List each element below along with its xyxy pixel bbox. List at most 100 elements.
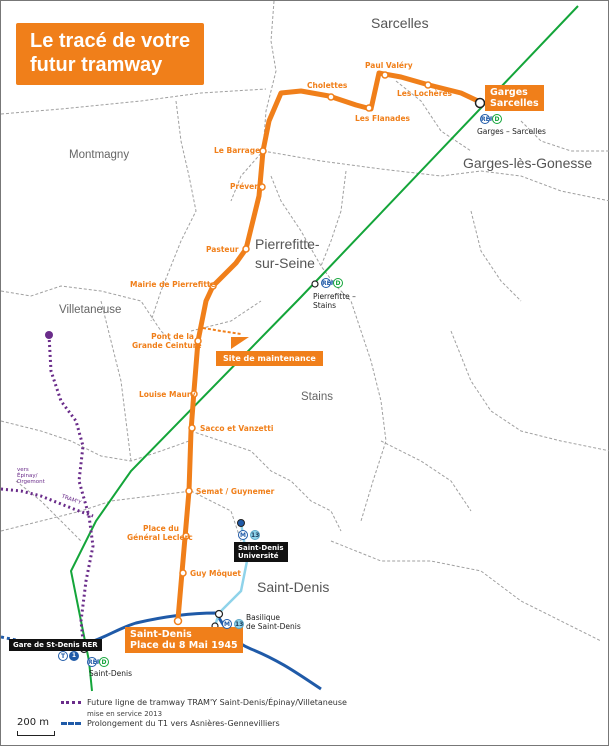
stop-label-pont-gc-line1: Pont de la [151, 332, 194, 341]
stop-dot-les-flanades [365, 104, 373, 112]
vers-line3: Orgemont [17, 479, 45, 485]
stop-dot-paul-valery [381, 71, 389, 79]
legend-tramy-swatch [61, 701, 81, 704]
tramy-branch-line [1, 487, 94, 518]
metro-icon: M [222, 619, 232, 629]
stop-label-guy-moquet: Guy Môquet [190, 569, 241, 578]
site-maintenance-label: Site de maintenance [216, 351, 323, 366]
station-sd-universite-line2: Université [238, 552, 279, 560]
legend-tramy: Future ligne de tramway TRAM'Y Saint-Den… [61, 698, 347, 709]
commune-pierrefitte-line2: sur-Seine [255, 255, 315, 271]
stop-label-pont-gc-line2: Grande Ceinture [132, 341, 202, 350]
stop-dot-semat-guynemer [185, 487, 193, 495]
sd-universite-dot [237, 519, 245, 527]
legend: Future ligne de tramway TRAM'Y Saint-Den… [61, 698, 347, 730]
tramy-terminus-dot [45, 331, 53, 339]
stop-label-les-flanades: Les Flanades [355, 114, 411, 123]
station-pierrefitte-stains: Pierrefitte – Stains [313, 292, 356, 310]
rer-d-line [69, 5, 579, 692]
line-1-icon: 1 [69, 651, 79, 661]
station-basilique: Basilique de Saint-Denis [246, 613, 301, 631]
commune-villetaneuse: Villetaneuse [59, 304, 122, 316]
metro-icon: M [238, 530, 248, 540]
stop-label-place-gl-line2: Général Leclerc [127, 533, 193, 542]
map-title: Le tracé de votre futur tramway [16, 23, 205, 85]
vers-line2: Épinay/ [17, 473, 38, 479]
stop-dot-mairie-pierrefitte [209, 282, 217, 290]
legend-t1-label: Prolongement du T1 vers Asnières-Gennevi… [87, 719, 280, 728]
terminal-saint-denis-line2: Place du 8 Mai 1945 [130, 640, 238, 651]
station-basilique-line2: de Saint-Denis [246, 622, 301, 631]
terminal-garges-line2: Sarcelles [490, 98, 539, 109]
commune-montmagny: Montmagny [69, 149, 130, 161]
vers-line1: vers [17, 467, 29, 473]
stop-label-pont-gc: Pont de la Grande Ceinture [132, 332, 202, 350]
stop-dot-louise-maury [190, 390, 198, 398]
saint-denis-terminal-dot [173, 616, 183, 626]
stop-dot-pasteur [242, 245, 250, 253]
station-gare-sd: Gare de St-Denis RER [9, 639, 102, 651]
commune-saint-denis: Saint-Denis [257, 579, 330, 595]
legend-t1: Prolongement du T1 vers Asnières-Gennevi… [61, 719, 347, 730]
stop-dot-les-locheres [424, 81, 432, 89]
station-sd-universite-line1: Saint-Denis [238, 544, 284, 552]
stop-label-cholettes: Cholettes [307, 81, 348, 90]
station-garges-sarcelles: Garges – Sarcelles [477, 127, 546, 136]
stop-dot-prevert [258, 183, 266, 191]
maintenance-marker [231, 337, 249, 349]
stop-label-semat-guynemer: Semat / Guynemer [196, 487, 275, 496]
commune-borders [1, 1, 609, 642]
station-sd-universite: Saint-Denis Université [234, 542, 288, 562]
stop-label-paul-valery: Paul Valéry [365, 61, 413, 70]
commune-garges: Garges-lès-Gonesse [463, 155, 593, 171]
terminal-garges-line1: Garges [490, 87, 528, 98]
stop-dot-guy-moquet [179, 569, 187, 577]
title-line-2: futur tramway [30, 54, 163, 76]
tramy-line [47, 334, 95, 642]
stop-dot-pont-gc [194, 337, 202, 345]
tram-stops [179, 71, 432, 577]
legend-t1-swatch [61, 722, 81, 725]
vers-epinay-label: vers Épinay/ Orgemont [17, 467, 45, 485]
stop-label-place-gl-line1: Place du [143, 524, 179, 533]
terminal-saint-denis-line1: Saint-Denis [130, 629, 192, 640]
commune-pierrefitte: Pierrefitte- sur-Seine [255, 235, 320, 273]
legend-tramy-sub: mise en service 2013 [87, 710, 163, 718]
rer-icon: RER [321, 278, 336, 288]
garges-terminal-dot [474, 97, 486, 109]
stop-label-le-barrage: Le Barrage [214, 146, 261, 155]
line-13-icon: 13 [250, 530, 260, 540]
stop-label-place-gl: Place du Général Leclerc [127, 524, 193, 542]
station-basilique-line1: Basilique [246, 613, 281, 622]
stop-label-prevert: Prévert [230, 182, 262, 191]
stop-dot-sacco-vanzetti [188, 424, 196, 432]
terminal-saint-denis: Saint-Denis Place du 8 Mai 1945 [125, 627, 243, 653]
rer-d-icon: D [333, 278, 343, 288]
rer-icon: RER [480, 114, 495, 124]
stop-label-pasteur: Pasteur [206, 245, 239, 254]
commune-pierrefitte-line1: Pierrefitte- [255, 236, 320, 252]
terminal-garges-sarcelles: Garges Sarcelles [485, 85, 544, 111]
station-pierrefitte-stains-line2: Stains [313, 301, 337, 310]
stop-label-sacco-vanzetti: Sacco et Vanzetti [200, 424, 274, 433]
rer-d-icon: D [492, 114, 502, 124]
stop-dot-cholettes [327, 93, 335, 101]
rer-icon: RER [87, 657, 102, 667]
station-pierrefitte-stains-line1: Pierrefitte – [313, 292, 356, 301]
stop-dot-le-barrage [259, 147, 267, 155]
maintenance-connector [202, 327, 242, 335]
stop-label-louise-maury: Louise Maury [139, 390, 196, 399]
rer-d-icon: D [99, 657, 109, 667]
tram-icon: T [58, 651, 68, 661]
scale-label: 200 m [17, 717, 50, 728]
title-line-1: Le tracé de votre [30, 30, 191, 52]
legend-tramy-label: Future ligne de tramway TRAM'Y Saint-Den… [87, 698, 347, 707]
station-saint-denis: Saint-Denis [89, 669, 132, 678]
stop-dot-place-gl [182, 532, 190, 540]
commune-sarcelles: Sarcelles [371, 15, 429, 31]
scale-bar [17, 731, 55, 736]
stop-label-mairie-pierrefitte: Mairie de Pierrefitte [130, 280, 216, 289]
commune-stains: Stains [301, 391, 333, 403]
